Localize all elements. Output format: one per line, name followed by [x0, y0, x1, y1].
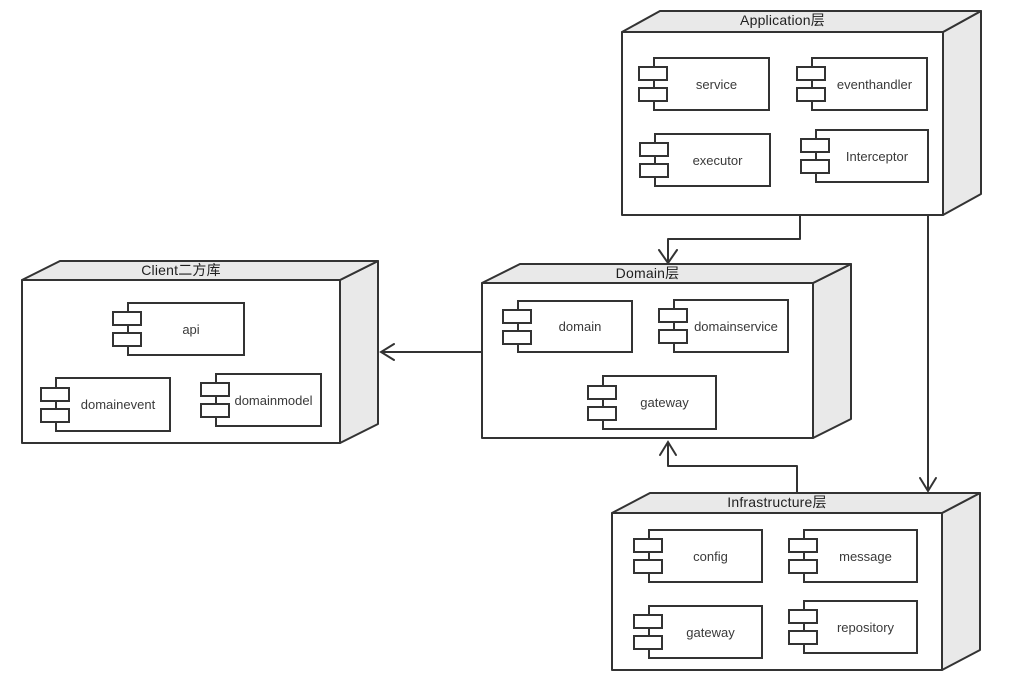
component-client-api[interactable]: api [112, 302, 245, 356]
arrowhead-up-icon [659, 440, 677, 456]
edge-infrastructure-to-domain[interactable] [659, 440, 798, 493]
component-label: domainservice [694, 318, 778, 334]
component-domain-gateway[interactable]: gateway [587, 375, 717, 430]
uml-component-icon [587, 384, 617, 421]
component-label: gateway [686, 624, 735, 640]
node-domain-side-face [812, 263, 852, 439]
uml-component-icon [788, 538, 818, 574]
component-infrastructure-config[interactable]: config [633, 529, 763, 583]
component-label: executor [692, 152, 743, 168]
node-title-domain: Domain层 [615, 265, 680, 281]
component-label: gateway [640, 395, 689, 410]
component-label: api [182, 321, 200, 337]
component-label: domainmodel [234, 392, 313, 408]
edge-application-to-domain[interactable] [658, 215, 801, 265]
component-label: eventhandler [836, 76, 913, 92]
component-infrastructure-gateway[interactable]: gateway [633, 605, 763, 659]
uml-component-icon [796, 66, 826, 102]
uml-component-icon [502, 308, 532, 345]
uml-component-icon [633, 614, 663, 650]
uml-component-icon [800, 138, 830, 174]
component-client-domainmodel[interactable]: domainmodel [200, 373, 322, 427]
component-label: service [695, 76, 738, 92]
node-client-side-face [339, 260, 379, 444]
uml-component-icon [40, 386, 70, 423]
arrowhead-left-icon [379, 343, 395, 361]
uml-component-icon [633, 538, 663, 574]
arrowhead-down-icon [919, 477, 937, 493]
node-title-application: Application层 [740, 12, 825, 28]
component-application-eventhandler[interactable]: eventhandler [796, 57, 928, 111]
node-title-client: Client二方库 [141, 262, 221, 278]
component-label: repository [836, 619, 895, 635]
uml-component-icon [639, 142, 669, 178]
component-infrastructure-message[interactable]: message [788, 529, 918, 583]
edge-application-to-infrastructure[interactable] [919, 215, 937, 493]
edge-domain-to-client[interactable] [379, 343, 482, 361]
component-client-domainevent[interactable]: domainevent [40, 377, 171, 432]
component-application-executor[interactable]: executor [639, 133, 771, 187]
node-title-infrastructure: Infrastructure层 [727, 494, 827, 510]
component-application-interceptor[interactable]: Interceptor [800, 129, 929, 183]
node-application-side-face [942, 10, 982, 216]
arrowhead-down-icon [658, 249, 678, 265]
uml-component-icon [638, 66, 668, 102]
component-label: domainevent [80, 397, 156, 412]
uml-component-icon [658, 308, 688, 344]
component-domain-domain[interactable]: domain [502, 300, 633, 353]
component-label: Interceptor [845, 148, 909, 164]
component-domain-domainservice[interactable]: domainservice [658, 299, 789, 353]
uml-component-icon [200, 382, 230, 418]
component-label: message [839, 548, 892, 564]
component-label: domain [558, 319, 602, 334]
component-label: config [693, 548, 728, 564]
component-application-service[interactable]: service [638, 57, 770, 111]
uml-component-icon [112, 311, 142, 347]
component-infrastructure-repository[interactable]: repository [788, 600, 918, 654]
uml-component-icon [788, 609, 818, 645]
node-infrastructure-side-face [941, 492, 981, 671]
